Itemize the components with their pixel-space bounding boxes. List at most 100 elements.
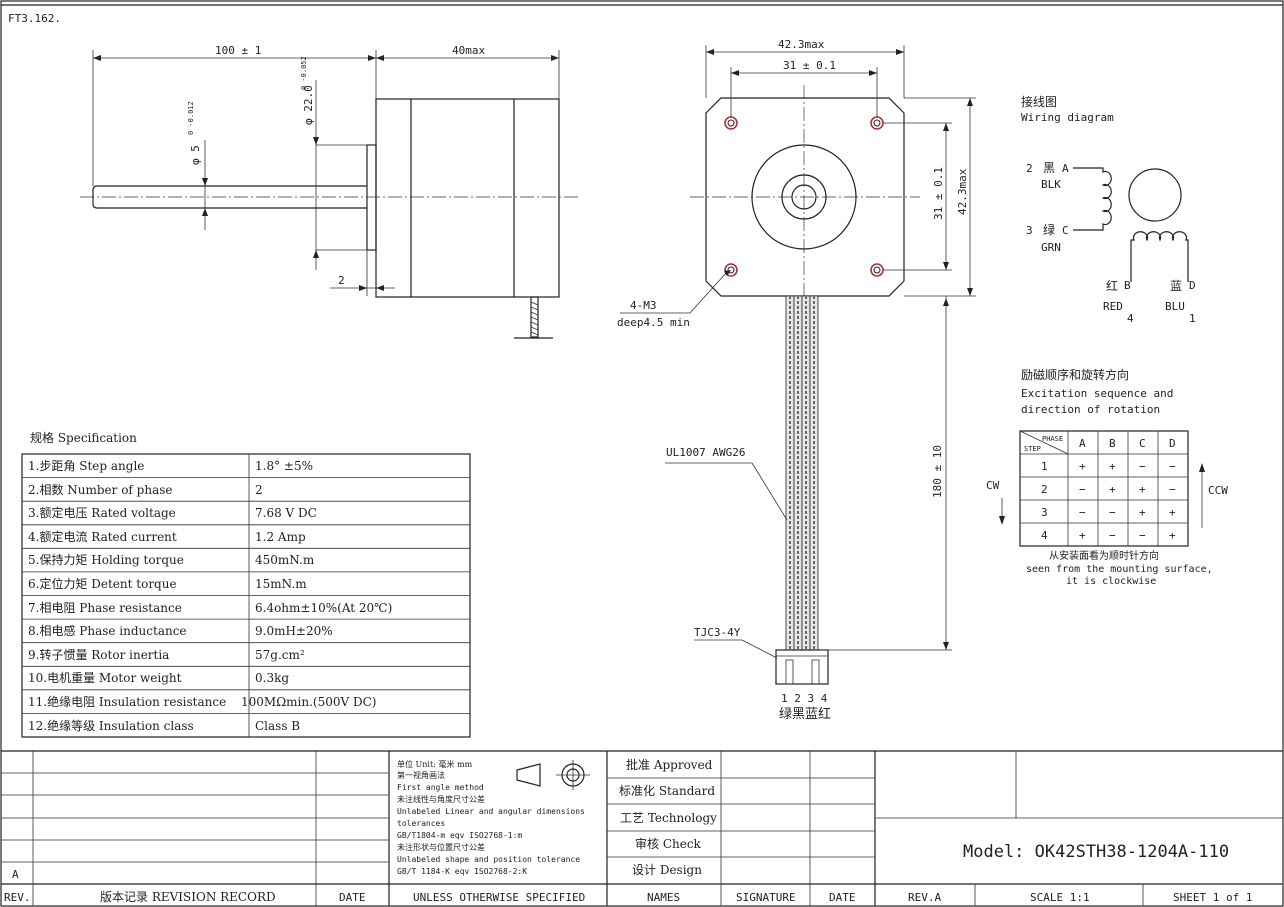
- check-label: 审核 Check: [635, 836, 702, 851]
- side-view: 100 ± 1 40max φ 5 0 -0.012 φ 22.0 0 -0.0…: [80, 44, 580, 339]
- spec-value: 6.4ohm±10%(At 20℃): [255, 601, 392, 615]
- sheet-value: SHEET 1 of 1: [1173, 891, 1252, 904]
- note-line: Unlabeled shape and position tolerance: [397, 855, 580, 864]
- revision-value: REV.A: [908, 891, 941, 904]
- revision-date-header: DATE: [339, 891, 366, 904]
- wire-b-cn: 红: [1106, 278, 1118, 293]
- connector-pin-colors: 绿黑蓝红: [779, 706, 831, 722]
- specification-table: 规格 Specification 1.步距角 Step angle 1.8° ±…: [21, 430, 471, 738]
- step-number: 4: [1041, 529, 1048, 542]
- header-step: STEP: [1024, 445, 1041, 453]
- unless-otherwise-specified: UNLESS OTHERWISE SPECIFIED: [413, 891, 585, 904]
- names-header: NAMES: [647, 891, 680, 904]
- spec-value: 9.0mH±20%: [255, 624, 333, 638]
- hole-callout-1: 4-M3: [630, 299, 657, 312]
- design-label: 设计 Design: [632, 863, 702, 877]
- spec-label: 11.绝缘电阻 Insulation resistance: [28, 694, 226, 709]
- signature-header: SIGNATURE: [736, 891, 796, 904]
- dim-flange-width: 42.3max: [778, 38, 825, 51]
- connector-label: TJC3-4Y: [694, 626, 741, 639]
- rotation-note-en-1: seen from the mounting surface,: [1026, 564, 1213, 575]
- note-line: tolerances: [397, 819, 445, 828]
- dim-shaft-diameter-tol: 0 -0.012: [187, 101, 195, 135]
- ccw-arrow-icon: [1199, 463, 1205, 472]
- note-line: GB/T1804-m eqv ISO2768-1:m: [397, 831, 522, 840]
- sequence-cell: −: [1109, 529, 1116, 542]
- wire-d-number: 1: [1189, 312, 1196, 325]
- rotation-note-en-2: it is clockwise: [1066, 576, 1156, 587]
- dim-shaft-length: 100 ± 1: [215, 44, 261, 57]
- drawing-number: FT3.162.: [8, 12, 61, 25]
- wire-c-cn: 绿: [1043, 222, 1055, 237]
- spec-title: 规格 Specification: [30, 430, 137, 445]
- rotation-note-cn: 从安装面看为顺时针方向: [1049, 549, 1159, 562]
- dim-boss-height: 2: [338, 274, 345, 287]
- wire-d-letter: D: [1189, 279, 1196, 292]
- sequence-cell: −: [1169, 460, 1176, 473]
- connector-pin-numbers: 1 2 3 4: [781, 692, 828, 705]
- title-block: A REV. 版本记录 REVISION RECORD DATE 单位 Unit…: [1, 750, 1283, 906]
- approved-label: 批准 Approved: [626, 757, 713, 772]
- wire-a-letter: A: [1062, 162, 1069, 175]
- dim-hole-spacing-vertical: 31 ± 0.1: [932, 167, 945, 220]
- note-line: 第一视角画法: [397, 770, 445, 780]
- wire-d-cn: 蓝: [1170, 279, 1182, 293]
- standard-label: 标准化 Standard: [619, 784, 715, 798]
- phase-header: B: [1109, 437, 1116, 450]
- wire-b-en: RED: [1103, 300, 1123, 313]
- wire-a-cn: 黑: [1043, 161, 1055, 175]
- wire-c-number: 3: [1026, 224, 1033, 237]
- hole-callout-2: deep4.5 min: [617, 316, 690, 329]
- spec-value: 2: [255, 483, 263, 497]
- spec-label: 12.绝缘等级 Insulation class: [28, 718, 194, 733]
- step-number: 1: [1041, 460, 1048, 473]
- wire-a-number: 2: [1026, 162, 1033, 175]
- cable-spec-label: UL1007 AWG26: [666, 446, 745, 459]
- spec-label: 6.定位力矩 Detent torque: [28, 576, 177, 591]
- revision-record-header: 版本记录 REVISION RECORD: [100, 890, 276, 904]
- spec-label: 2.相数 Number of phase: [28, 482, 173, 497]
- spec-label: 4.额定电流 Rated current: [28, 529, 177, 544]
- wire-c-letter: C: [1062, 224, 1069, 237]
- technology-label: 工艺 Technology: [620, 811, 717, 825]
- connector: [775, 649, 829, 685]
- wire-d-en: BLU: [1165, 300, 1185, 313]
- note-line: Unlabeled Linear and angular dimensions: [397, 807, 585, 816]
- spec-value: 450mN.m: [255, 553, 315, 567]
- spec-value: 15mN.m: [255, 577, 307, 591]
- projection-circle-icon: [556, 760, 590, 790]
- sequence-cell: +: [1169, 506, 1176, 519]
- cw-label: CW: [986, 479, 1000, 492]
- scale-value: SCALE 1:1: [1030, 891, 1090, 904]
- spec-value: 57g.cm²: [255, 648, 305, 662]
- wire-b-letter: B: [1124, 279, 1131, 292]
- spec-label: 8.相电感 Phase inductance: [28, 623, 187, 638]
- sequence-cell: +: [1079, 460, 1086, 473]
- lead-wires: [785, 295, 819, 651]
- dim-boss-diameter-tol: 0 -0.052: [300, 56, 308, 90]
- spec-label: 5.保持力矩 Holding torque: [28, 552, 184, 567]
- header-phase: PHASE: [1042, 435, 1063, 443]
- date-header: DATE: [829, 891, 856, 904]
- sequence-cell: +: [1079, 529, 1086, 542]
- phase-header: A: [1079, 437, 1086, 450]
- note-line: First angle method: [397, 783, 484, 792]
- wiring-title-cn: 接线图: [1021, 94, 1057, 109]
- spec-value: 100MΩmin.(500V DC): [241, 695, 376, 709]
- spec-value: 1.8° ±5%: [255, 459, 313, 473]
- step-number: 2: [1041, 483, 1048, 496]
- projection-symbol-icon: [516, 763, 541, 787]
- spec-label: 9.转子惯量 Rotor inertia: [28, 647, 169, 662]
- dim-flange-height: 42.3max: [956, 168, 969, 215]
- sequence-cell: −: [1109, 506, 1116, 519]
- excitation-title-en-1: Excitation sequence and: [1021, 387, 1173, 400]
- excitation-title-cn: 励磁顺序和旋转方向: [1021, 367, 1129, 382]
- note-line: 未注线性与角度尺寸公差: [397, 794, 485, 804]
- cw-arrow-icon: [999, 516, 1005, 525]
- sequence-cell: +: [1139, 483, 1146, 496]
- dim-boss-diameter: φ 22.0: [302, 85, 315, 125]
- dim-cable-length: 180 ± 10: [931, 445, 944, 498]
- rev-column-header: REV.: [4, 891, 31, 904]
